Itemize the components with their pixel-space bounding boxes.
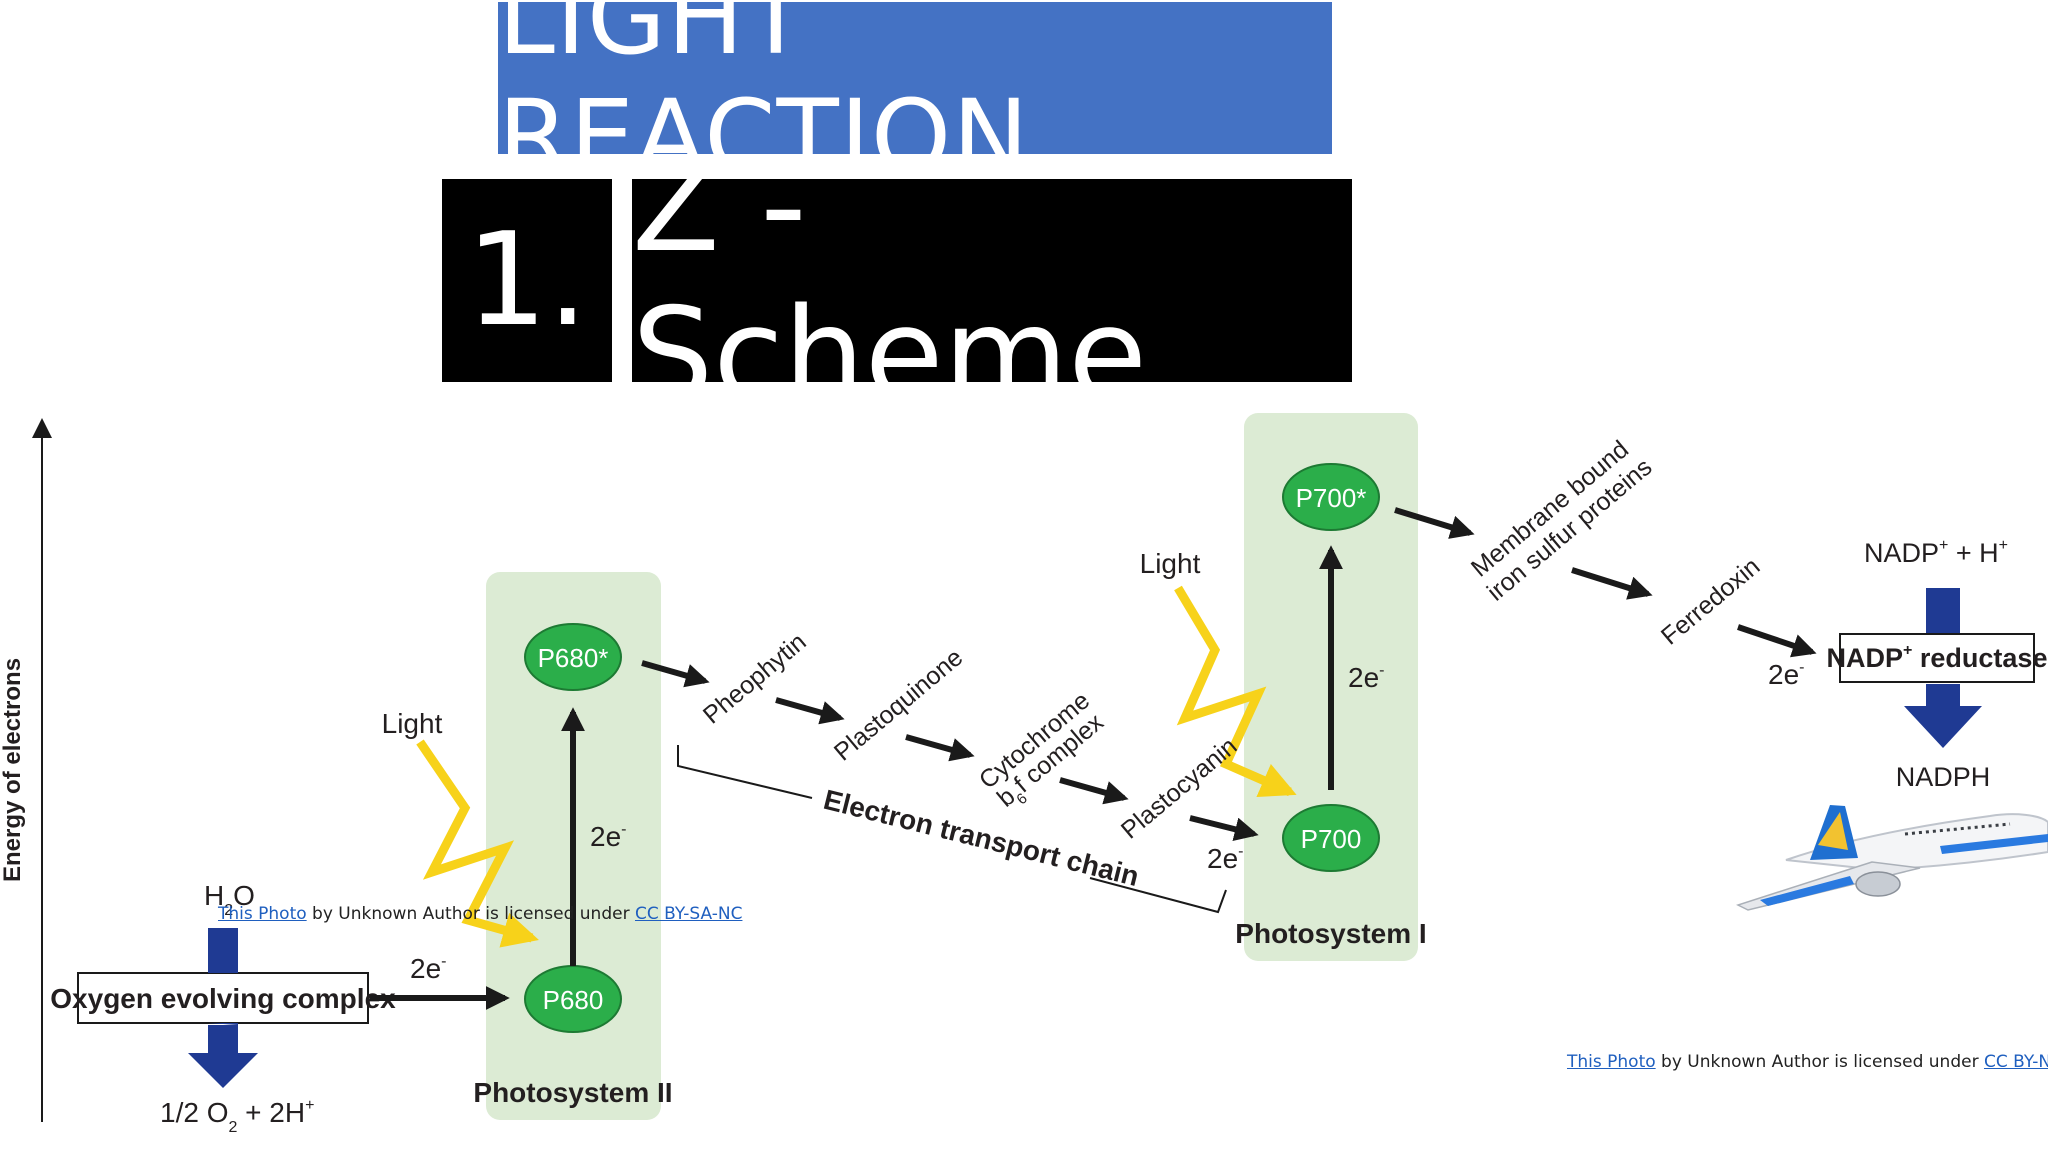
credit-1-license-link[interactable]: CC BY-SA-NC [634,904,743,924]
ps2-light-label: Light [382,708,443,739]
p680-star-node: P680* [524,623,622,691]
p700-star-label: P700* [1296,483,1367,513]
p680-label: P680 [543,985,604,1015]
title-banner: LIGHT REACTION [498,0,1332,197]
etc-arrow-1 [641,660,710,688]
ps1-electron-label: 2e- [1348,662,1384,693]
credit-1-text: by Unknown Author is licensed under [306,904,635,924]
subtitle-box: Z - Scheme [632,132,1352,430]
nadp-reductase-label: NADP+ reductase [1827,642,2048,673]
nadph-label: NADPH [1896,762,1991,792]
nadp-reductase-box: NADP+ reductase [1827,633,2048,683]
photosystem-i-label: Photosystem I [1235,918,1426,949]
water-label: H2O [204,880,255,919]
nadp-input-arrow-shaft [1926,588,1960,634]
page-title: LIGHT REACTION [498,0,1030,197]
section-number: 1. [465,206,589,355]
ps1-lightning-icon [1174,585,1297,797]
ps1-out-arrow-1 [1394,507,1475,539]
oxygen-evolving-complex: Oxygen evolving complex [50,972,396,1024]
ps1-out-arrow-3 [1737,624,1817,658]
p700-node: P700 [1282,804,1380,872]
p680-star-label: P680* [538,643,609,673]
photo-credit-2: This Photo by Unknown Author is licensed… [1567,1052,2048,1072]
etc-arrow-2 [775,697,845,725]
oec-electron-label: 2e- [410,953,446,984]
pheophytin-label: Pheophytin [698,628,812,730]
photosystem-ii-label: Photosystem II [473,1077,672,1108]
ps1-out-arrow-2 [1571,567,1653,600]
p700-label: P700 [1301,824,1362,854]
credit-2-text: by Unknown Author is licensed under [1655,1052,1984,1072]
nadp-electron-label: 2e- [1768,659,1804,690]
airplane-image [1736,805,2048,911]
nadp-output-arrow [1904,684,1982,748]
ps2-lightning-icon [416,739,539,948]
etc-arrow-5 [1189,815,1259,841]
etc-arrow-4 [1059,777,1129,805]
oxygen-products-label: 1/2 O2 + 2H+ [160,1097,314,1136]
etc-bracket [677,745,1227,914]
credit-2-license-link[interactable]: CC BY-NC [1983,1052,2048,1072]
page-subtitle: Z - Scheme [632,131,1147,430]
photo-credit-1: This Photo by Unknown Author is licensed… [218,904,742,924]
p700-electron-label: 2e- [1207,843,1243,874]
section-number-box: 1. [442,179,612,382]
etc-label: Electron transport chain [821,784,1143,892]
credit-2-photo-link[interactable]: This Photo [1567,1052,1656,1072]
energy-axis-label: Energy of electrons [0,658,26,882]
credit-1-photo-link[interactable]: This Photo [218,904,307,924]
etc-arrow-3 [905,734,975,762]
nadp-input-label: NADP+ + H+ [1864,537,2008,568]
ferredoxin-label: Ferredoxin [1656,552,1766,650]
p680-node: P680 [524,965,622,1033]
ps2-electron-label: 2e- [590,821,626,852]
p700-star-node: P700* [1282,463,1380,531]
oxygen-complex-label: Oxygen evolving complex [50,983,396,1014]
energy-axis: Energy of electrons [0,418,52,1122]
ps1-light-label: Light [1140,548,1201,579]
water-blue-arrow [188,928,258,1088]
